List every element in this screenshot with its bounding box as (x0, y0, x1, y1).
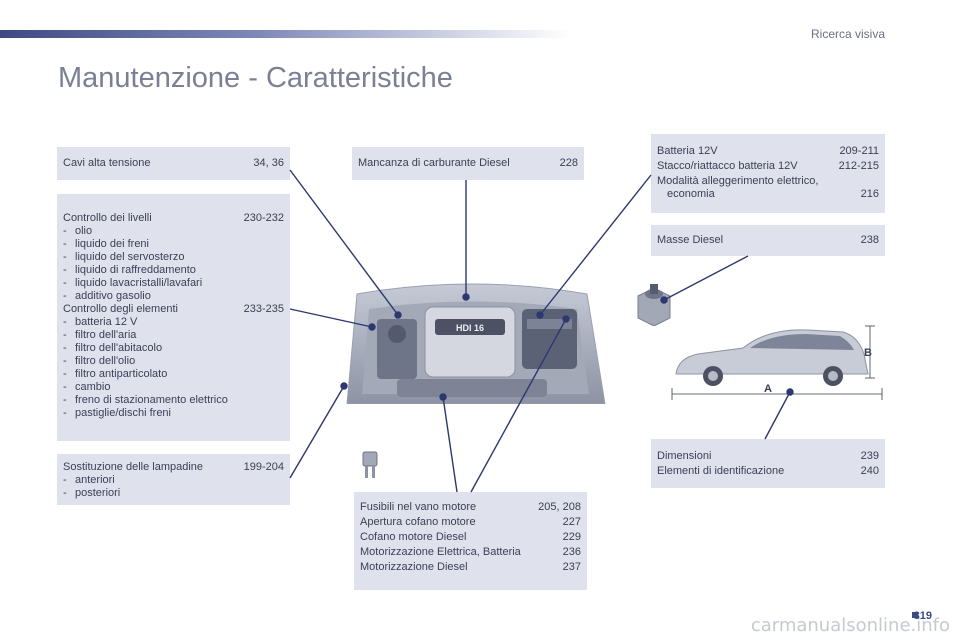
list-item: cambio (75, 381, 111, 393)
page-ref[interactable]: 34, 36 (253, 157, 284, 169)
item-label: Stacco/riattacco batteria 12V (657, 160, 798, 172)
list-item: anteriori (75, 474, 115, 486)
engine-bay-illustration: HDI 16 (346, 283, 606, 404)
item-label: Sostituzione delle lampadine (63, 461, 204, 473)
box-high-voltage-cables[interactable]: Cavi alta tensione 34, 36 (57, 147, 290, 180)
page-ref[interactable]: 205, 208 (538, 501, 581, 513)
car-side-dimensions-illustration: B A (671, 325, 883, 400)
list-item: freno di stazionamento elettrico (75, 394, 228, 406)
item-label: Fusibili nel vano motore (360, 501, 477, 513)
item-label: Cofano motore Diesel (360, 531, 467, 543)
watermark: carmanualsonline.info (750, 615, 950, 636)
list-item: filtro antiparticolato (75, 368, 168, 380)
box-weights[interactable]: Masse Diesel 238 (651, 225, 885, 256)
list-item: pastiglie/dischi freni (75, 407, 171, 419)
page-ref[interactable]: 236 (562, 546, 581, 558)
item-label: Dimensioni (657, 450, 712, 462)
page-ref[interactable]: 228 (559, 157, 578, 169)
list-item: olio (75, 225, 93, 237)
list-item: liquido di raffreddamento (75, 264, 196, 276)
item-label: Motorizzazione Elettrica, Batteria (360, 546, 521, 558)
item-label: Apertura cofano motore (360, 516, 476, 528)
item-label: Cavi alta tensione (63, 157, 151, 169)
box-fuses[interactable]: Fusibili nel vano motore 205, 208 Apertur… (354, 492, 587, 590)
item-label: Mancanza di carburante Diesel (358, 157, 510, 169)
dimension-a-label: A (764, 383, 772, 395)
engine-badge: HDI 16 (456, 323, 484, 333)
page-ref[interactable]: 238 (860, 234, 879, 246)
leader-line-bulbs (289, 385, 345, 479)
list-item: liquido del servosterzo (75, 251, 185, 263)
list-item: liquido lavacristalli/lavafari (75, 277, 203, 289)
page-ref[interactable]: 209-211 (839, 145, 879, 157)
item-label: Controllo degli elementi (63, 303, 178, 315)
list-item: additivo gasolio (75, 290, 151, 302)
page-ref[interactable]: 216 (860, 188, 879, 200)
list-item: filtro dell'abitacolo (75, 342, 163, 354)
page-ref[interactable]: 199-204 (243, 461, 284, 473)
page-marker (912, 612, 918, 618)
item-label: Masse Diesel (657, 234, 724, 246)
item-sublabel: economia (667, 188, 715, 200)
list-item: filtro dell'aria (75, 329, 137, 341)
item-label: Batteria 12V (657, 145, 718, 157)
item-label: Modalità alleggerimento elettrico, (657, 175, 819, 187)
list-item: posteriori (75, 487, 121, 499)
box-fuel[interactable]: Mancanza di carburante Diesel 228 (352, 147, 584, 180)
page-ref[interactable]: 239 (860, 450, 879, 462)
dimension-b-label: B (864, 347, 872, 359)
item-label: Controllo dei livelli (63, 212, 152, 224)
page-ref[interactable]: 240 (860, 465, 879, 477)
section-label[interactable]: Ricerca visiva (810, 27, 885, 41)
fuse-icon (362, 451, 378, 478)
page-title: Manutenzione - Caratteristiche (58, 62, 453, 94)
leader-line-fuses-a (442, 396, 458, 493)
list-item: filtro dell'olio (75, 355, 136, 367)
leader-line-weights (663, 255, 749, 301)
item-label: Motorizzazione Diesel (360, 561, 468, 573)
page-ref[interactable]: 227 (562, 516, 581, 528)
box-dimensions[interactable]: Dimensioni 239 Elementi di identificazion… (651, 439, 885, 488)
list-item: liquido dei freni (75, 238, 149, 250)
page-ref[interactable]: 229 (562, 531, 581, 543)
header-gradient-bar (0, 30, 570, 38)
list-item: batteria 12 V (75, 316, 138, 328)
page-number: 319 (913, 610, 932, 622)
page-ref[interactable]: 237 (562, 561, 581, 573)
page-ref[interactable]: 212-215 (838, 160, 879, 172)
page-ref[interactable]: 230-232 (243, 212, 284, 224)
item-label: Elementi di identificazione (657, 465, 785, 477)
page-ref[interactable]: 233-235 (243, 303, 284, 315)
box-battery[interactable]: Batteria 12V 209-211 Stacco/riattacco bat… (651, 134, 885, 213)
